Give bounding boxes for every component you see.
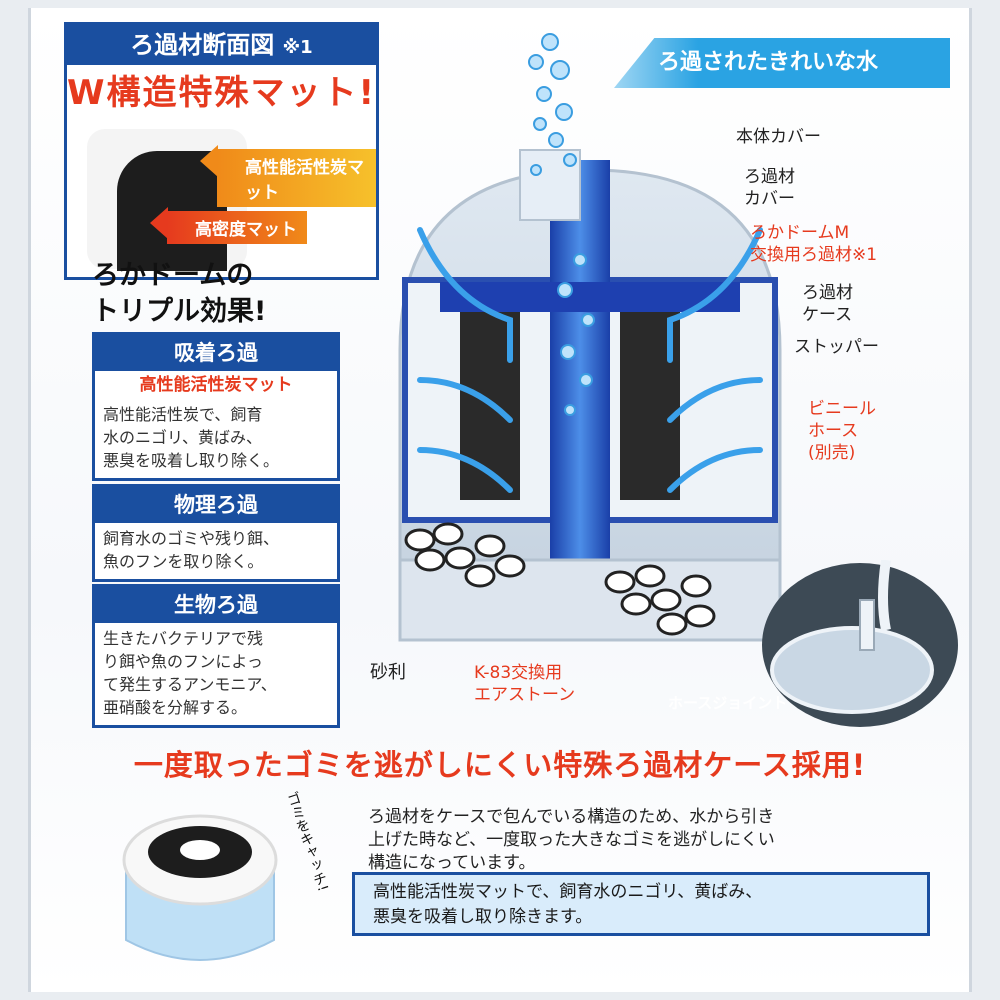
title-text: ろ過材断面図	[130, 31, 275, 59]
label-line: 交換用ろ過材※1	[750, 245, 878, 265]
carbon-info-box: 高性能活性炭マットで、飼育水のニゴリ、黄ばみ、 悪臭を吸着し取り除きます。	[352, 872, 930, 936]
body-line: 飼育水のゴミや残り餌、	[103, 529, 280, 548]
gravel-left	[404, 522, 526, 588]
effect-subtitle: 高性能活性炭マット	[139, 375, 293, 395]
hose-joint-illustration	[762, 560, 958, 727]
effect-biological: 生物ろ過 生きたバクテリアで残 り餌や魚のフンによっ て発生するアンモニア、 亜…	[92, 584, 340, 728]
box-line: 悪臭を吸着し取り除きます。	[373, 907, 593, 927]
label-replacement: ろかドームM 交換用ろ過材※1	[750, 222, 877, 266]
dome-illustration	[398, 33, 782, 642]
label-line: ホース	[808, 421, 859, 441]
label-line: カバー	[744, 189, 795, 209]
label-line: (別売)	[808, 443, 856, 463]
label-gravel: 砂利	[370, 662, 406, 683]
top-plate	[440, 282, 740, 312]
desc-line: ろ過材をケースで包んでいる構造のため、水から引き	[368, 807, 775, 827]
center-tube	[550, 160, 610, 580]
effect-title: 生物ろ過	[95, 587, 337, 623]
label-line: ビニール	[808, 399, 876, 419]
desc-line: 構造になっています。	[368, 853, 536, 873]
body-line: 魚のフンを取り除く。	[103, 552, 264, 571]
label-airstone: K-83交換用 エアストーン	[474, 662, 575, 706]
label-line: ろ過材	[744, 167, 795, 187]
label-body-cover: 本体カバー	[736, 127, 821, 147]
label-line: K-83交換用	[474, 663, 563, 683]
label-line: ケース	[802, 305, 853, 325]
label-hose-joint: ホースジョイント	[668, 694, 788, 712]
label-filter-cover: ろ過材 カバー	[744, 166, 795, 210]
effect-physical: 物理ろ過 飼育水のゴミや残り餌、 魚のフンを取り除く。	[92, 484, 340, 582]
effect-title: 吸着ろ過	[95, 335, 337, 371]
triple-line-1: ろかドームの	[92, 260, 254, 291]
triple-line-2: トリプル効果!	[92, 296, 267, 327]
effect-body: 生きたバクテリアで残 り餌や魚のフンによっ て発生するアンモニア、 亜硝酸を分解…	[95, 623, 337, 725]
gravel-right	[604, 564, 716, 636]
bubbles	[528, 33, 595, 416]
effect-body: 飼育水のゴミや残り餌、 魚のフンを取り除く。	[95, 523, 337, 579]
mat-bottom-label: 高密度マット	[167, 211, 307, 244]
w-structure-headline: W構造特殊マット!	[67, 73, 377, 113]
effect-adsorption: 吸着ろ過 高性能活性炭マット 高性能活性炭で、飼育 水のニゴリ、黄ばみ、 悪臭を…	[92, 332, 340, 481]
case-description: ろ過材をケースで包んでいる構造のため、水から引き 上げた時など、一度取った大きな…	[368, 806, 928, 875]
effect-body: 高性能活性炭で、飼育 水のニゴリ、黄ばみ、 悪臭を吸着し取り除く。	[95, 399, 337, 478]
flow-arrows	[417, 227, 763, 493]
box-line: 高性能活性炭マットで、飼育水のニゴリ、黄ばみ、	[373, 882, 763, 902]
filter-section-title: ろ過材断面図 ※1	[67, 25, 376, 65]
label-line: ろ過材	[802, 283, 853, 303]
label-hose: ビニール ホース (別売)	[808, 398, 876, 464]
body-line: 高性能活性炭で、飼育	[103, 405, 263, 424]
triple-effect-heading: ろかドームの トリプル効果!	[92, 258, 352, 330]
label-line: エアストーン	[474, 685, 576, 705]
filter-section-box: ろ過材断面図 ※1 W構造特殊マット! 高性能活性炭マット 高密度マット	[64, 22, 379, 280]
body-line: り餌や魚のフンによっ	[103, 652, 263, 671]
label-line: ろかドームM	[750, 223, 850, 243]
case-headline: 一度取ったゴミを逃がしにくい特殊ろ過材ケース採用!	[133, 748, 867, 782]
body-line: 生きたバクテリアで残	[103, 629, 264, 648]
label-stopper: ストッパー	[794, 337, 879, 357]
filter-case-illustration	[122, 814, 278, 961]
arrow-left-icon	[200, 145, 218, 177]
body-line: 悪臭を吸着し取り除く。	[103, 451, 280, 470]
desc-line: 上げた時など、一度取った大きなゴミを逃がしにくい	[368, 830, 775, 850]
note-text: ※1	[282, 37, 313, 58]
arrow-left-icon	[150, 207, 168, 239]
clean-water-banner: ろ過されたきれいな水	[614, 38, 950, 88]
body-line: 水のニゴリ、黄ばみ、	[103, 428, 263, 447]
body-line: て発生するアンモニア、	[103, 675, 277, 694]
body-line: 亜硝酸を分解する。	[103, 698, 248, 717]
base	[398, 558, 782, 642]
label-case: ろ過材 ケース	[802, 282, 853, 326]
effect-title: 物理ろ過	[95, 487, 337, 523]
mat-top-label: 高性能活性炭マット	[217, 149, 376, 207]
